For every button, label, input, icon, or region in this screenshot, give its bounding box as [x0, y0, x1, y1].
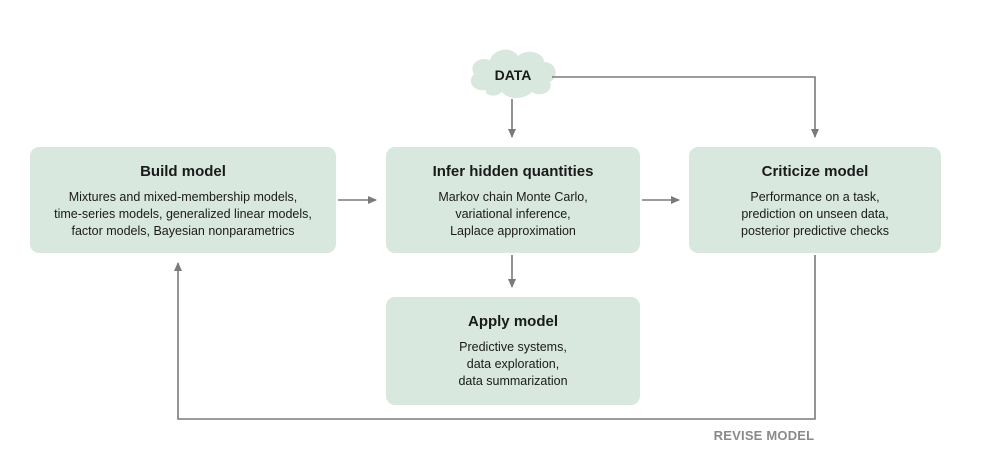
arrow-revise-loop — [174, 255, 816, 420]
build-model-box: Build model Mixtures and mixed-membershi… — [30, 147, 336, 253]
apply-title: Apply model — [467, 313, 558, 330]
infer-line: Markov chain Monte Carlo, — [438, 190, 588, 204]
arrow-data-to-critic — [552, 76, 819, 138]
criticize-model-box: Criticize model Performance on a task, p… — [689, 147, 941, 253]
build-model-line: factor models, Bayesian nonparametrics — [71, 224, 295, 238]
criticize-line: prediction on unseen data, — [741, 207, 889, 221]
infer-line: Laplace approximation — [450, 224, 576, 238]
apply-model-box: Apply model Predictive systems, data exp… — [386, 297, 640, 405]
apply-line: data summarization — [458, 374, 568, 388]
revise-model-label: REVISE MODEL — [713, 428, 815, 443]
data-label: DATA — [494, 67, 532, 83]
build-model-title: Build model — [140, 163, 226, 180]
criticize-line: Performance on a task, — [750, 190, 880, 204]
infer-hidden-quantities-box: Infer hidden quantities Markov chain Mon… — [386, 147, 640, 253]
infer-line: variational inference, — [455, 207, 571, 221]
build-model-line: Mixtures and mixed-membership models, — [68, 190, 298, 204]
infer-title: Infer hidden quantities — [432, 163, 594, 180]
apply-line: data exploration, — [466, 357, 560, 371]
data-cloud — [470, 49, 556, 98]
criticize-title: Criticize model — [761, 163, 869, 180]
build-model-line: time-series models, generalized linear m… — [54, 207, 312, 221]
apply-line: Predictive systems, — [459, 340, 567, 354]
criticize-line: posterior predictive checks — [741, 224, 889, 238]
